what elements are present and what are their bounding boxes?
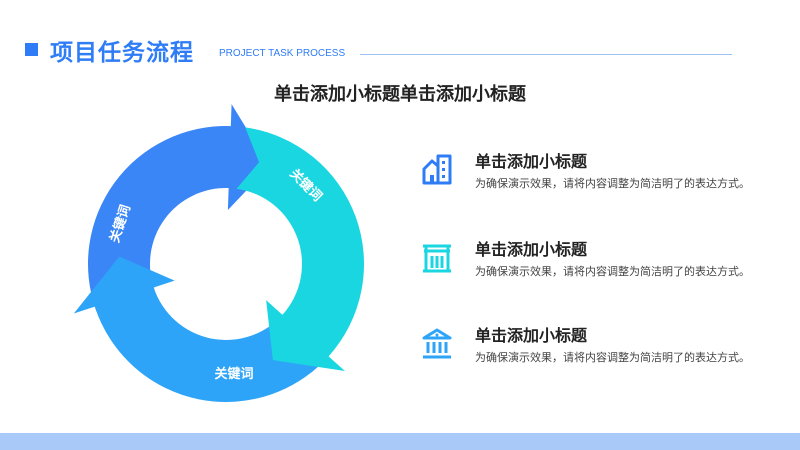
footer-band [0,433,800,450]
segment-label-2: 关键词 [214,366,253,381]
item-description: 为确保演示效果，请将内容调整为简洁明了的表达方式。 [475,178,750,190]
item-title: 单击添加小标题 [475,154,588,171]
item-title: 单击添加小标题 [475,242,588,259]
bank-icon [422,328,452,359]
building-icon [422,154,452,185]
segment-arrow-2 [73,256,332,402]
segment-arrow-3 [87,104,270,312]
item-description: 为确保演示效果，请将内容调整为简洁明了的表达方式。 [475,352,750,364]
header-divider [360,54,732,55]
page-title: 项目任务流程 [50,39,194,65]
item-title: 单击添加小标题 [475,328,588,345]
segment-arrow-1 [236,127,365,372]
title-square-icon [25,43,38,56]
storefront-icon [423,244,451,273]
main-heading: 单击添加小标题单击添加小标题 [274,84,526,104]
page-subtitle: PROJECT TASK PROCESS [219,48,346,59]
item-description: 为确保演示效果，请将内容调整为简洁明了的表达方式。 [475,266,750,278]
